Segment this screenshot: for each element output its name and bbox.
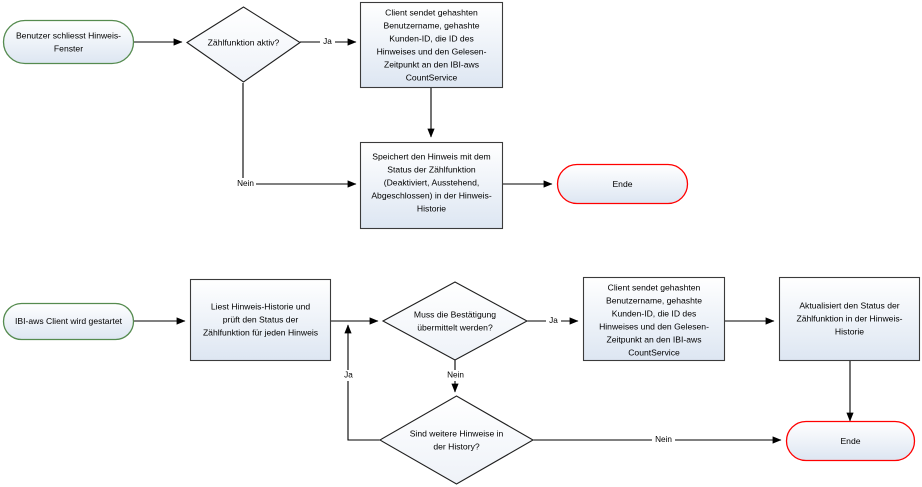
end-node-label-flow2: Ende <box>840 436 860 446</box>
start-node-shape <box>2 19 135 65</box>
edge-label-nein-flow1-text: Nein <box>237 179 254 188</box>
process-send2-line2: Benutzername, gehashte <box>606 295 702 305</box>
node-end-flow2[interactable]: Ende <box>785 420 916 462</box>
edge-label-nein-more-text: Nein <box>655 435 672 444</box>
edge-label-ja-confirm-text: Ja <box>549 316 558 325</box>
process-read-line3: Zählfunktion für jeden Hinweis <box>203 327 318 337</box>
process-top-line2: Benutzername, gehashte <box>383 20 479 30</box>
connector-decision1-nein-to-store <box>242 83 357 188</box>
edge-label-nein-flow1-bg <box>235 178 256 189</box>
end-node-shape-flow1 <box>556 163 689 205</box>
decision-confirm-line2: übermittelt werden? <box>417 322 493 332</box>
process-send2-line5: Zeitpunkt an den IBI-aws <box>606 334 701 344</box>
process-node-shape-top <box>359 1 504 89</box>
process-store-line3: (Deaktiviert, Ausstehend, <box>384 177 480 187</box>
decision-confirm-line1: Muss die Bestätigung <box>414 309 496 319</box>
edge-label-ja-loop-text: Ja <box>344 371 353 380</box>
edge-label-nein-flow1: Nein <box>235 178 256 189</box>
process-top-line6: CountService <box>406 72 458 82</box>
end-node-label-flow1: Ende <box>612 179 632 189</box>
start-node-label-line2: Fenster <box>54 43 83 53</box>
node-start-benutzer-schliesst[interactable]: Benutzer schliesst Hinweis- Fenster <box>2 19 135 65</box>
process-send2-line6: CountService <box>628 347 680 357</box>
process-top-line5: Zeitpunkt an den IBI-aws <box>384 59 479 69</box>
end-node-shape-flow2 <box>785 420 916 462</box>
process-store-line1: Speichert den Hinweis mit dem <box>372 151 490 161</box>
process-node-shape-send2 <box>582 276 726 362</box>
node-start-ibi-aws-client[interactable]: IBI-aws Client wird gestartet <box>2 302 135 341</box>
edge-label-ja-confirm: Ja <box>546 315 561 326</box>
node-process-aktualisiert-status[interactable]: Aktualisiert den Status der Zählfunktion… <box>778 276 921 362</box>
edge-label-nein-more: Nein <box>652 434 675 445</box>
node-process-client-sendet-top[interactable]: Client sendet gehashten Benutzername, ge… <box>359 1 504 89</box>
start-node-shape-flow2 <box>2 302 135 341</box>
node-decision-zaehlfunktion-aktiv[interactable]: Zählfunktion aktiv? <box>186 6 301 83</box>
start-node-label-flow2: IBI-aws Client wird gestartet <box>15 316 123 326</box>
edge-label-ja-confirm-bg <box>546 315 561 326</box>
process-send2-line3: Kunden-ID, die ID des <box>612 308 697 318</box>
node-process-speichert-hinweis[interactable]: Speichert den Hinweis mit dem Status der… <box>359 141 504 230</box>
node-decision-muss-bestaetigung[interactable]: Muss die Bestätigung übermittelt werden? <box>381 281 529 361</box>
start-node-label-line1: Benutzer schliesst Hinweis- <box>16 30 121 40</box>
edge-label-nein-confirm-bg <box>445 370 466 381</box>
edge-label-nein-confirm: Nein <box>445 370 466 381</box>
edge-label-ja-flow1: Ja <box>320 36 335 47</box>
node-end-flow1[interactable]: Ende <box>556 163 689 205</box>
decision-more-line2: der History? <box>433 441 480 451</box>
edge-label-nein-confirm-text: Nein <box>447 371 464 380</box>
node-process-liest-hinweis-historie[interactable]: Liest Hinweis-Historie und prüft den Sta… <box>189 278 332 362</box>
connector-more-ja-loop-to-read <box>344 324 380 441</box>
process-update-line3: Historie <box>835 326 864 336</box>
decision-more-line1: Sind weitere Hinweise in <box>410 428 504 438</box>
edge-label-ja-flow1-text: Ja <box>323 37 332 46</box>
edge-label-ja-loop: Ja <box>341 370 356 381</box>
process-top-line4: Hinweises und den Gelesen- <box>377 46 487 56</box>
decision-node-shape <box>186 6 301 83</box>
process-read-line2: prüft den Status der <box>223 314 299 324</box>
process-send2-line1: Client sendet gehashten <box>608 282 701 292</box>
edge-label-ja-flow1-bg <box>320 36 335 47</box>
node-decision-sind-weitere-hinweise[interactable]: Sind weitere Hinweise in der History? <box>378 395 535 485</box>
process-send2-line4: Hinweises und den Gelesen- <box>599 321 709 331</box>
process-store-line4: Abgeschlossen) in der Hinweis- <box>371 190 492 200</box>
process-update-line2: Zählfunktion in der Hinweis- <box>796 313 902 323</box>
edge-label-nein-more-bg <box>652 434 675 445</box>
process-node-shape-read <box>189 278 332 362</box>
process-top-line1: Client sendet gehashten <box>385 7 478 17</box>
decision-node-label: Zählfunktion aktiv? <box>208 37 280 47</box>
process-node-shape-store <box>359 141 504 230</box>
process-top-line3: Kunden-ID, die ID des <box>389 33 474 43</box>
process-read-line1: Liest Hinweis-Historie und <box>211 301 311 311</box>
decision-more-shape <box>378 395 535 485</box>
edge-label-ja-loop-bg <box>341 370 356 381</box>
process-update-line1: Aktualisiert den Status der <box>799 300 899 310</box>
decision-confirm-shape <box>381 281 529 361</box>
node-process-client-sendet-flow2[interactable]: Client sendet gehashten Benutzername, ge… <box>582 276 726 362</box>
process-node-shape-update <box>778 276 921 362</box>
process-store-line5: Historie <box>417 203 446 213</box>
process-store-line2: Status der Zählfunktion <box>387 164 476 174</box>
